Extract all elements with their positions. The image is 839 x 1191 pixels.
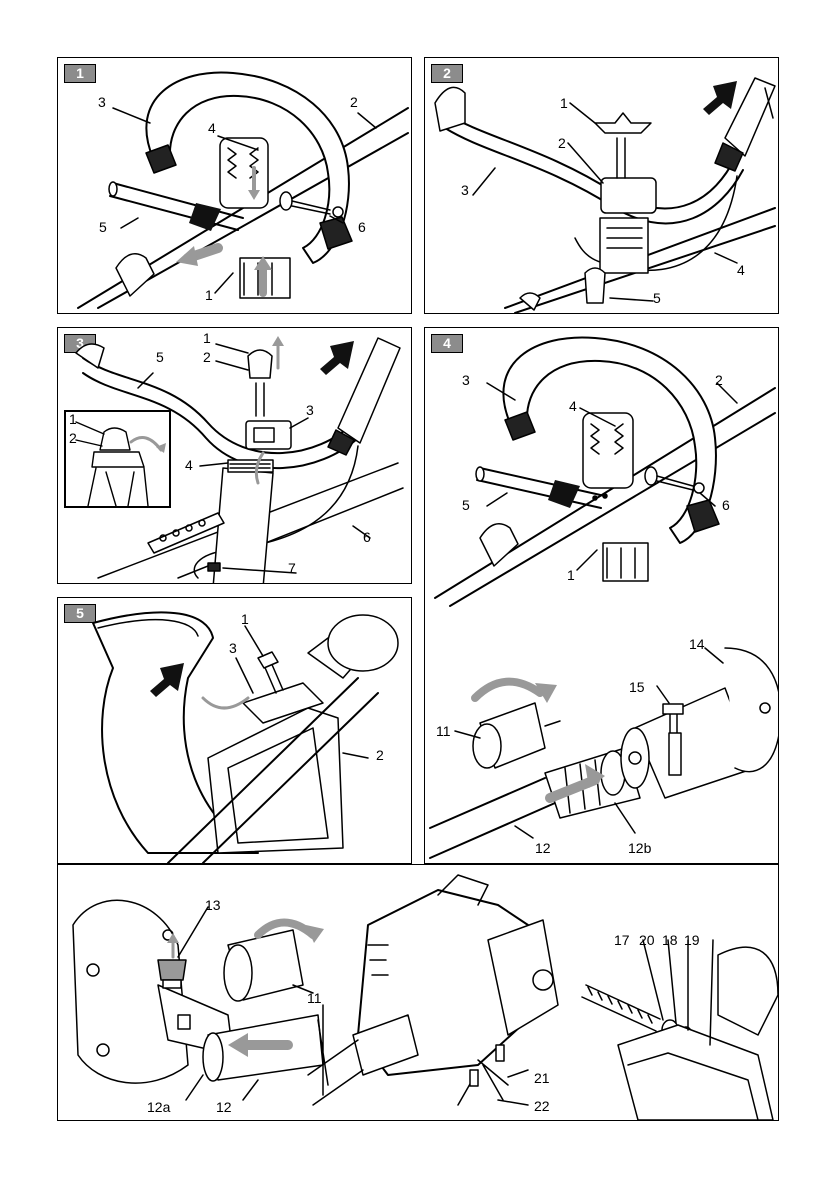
callout-2: 2 [376,748,384,762]
figure-5-panel: 5 1 2 3 [57,597,412,864]
callout-3: 3 [98,95,106,109]
callout-2: 2 [203,350,211,364]
callout-22: 22 [534,1099,550,1113]
callout-21: 21 [534,1071,550,1085]
figure-3-panel: 3 [57,327,412,584]
figure-5-illustration [58,598,411,863]
callout-6: 6 [722,498,730,512]
callout-3: 3 [229,641,237,655]
figure-1-illustration [58,58,411,313]
callout-5: 5 [653,291,661,305]
callout-12a: 12a [147,1100,170,1114]
callout-1: 1 [203,331,211,345]
callout-4: 4 [737,263,745,277]
figure-1-panel: 1 1 2 3 4 5 6 [57,57,412,314]
callout-5: 5 [99,220,107,234]
callout-5: 5 [462,498,470,512]
callout-12: 12 [535,841,551,855]
callout-11: 11 [307,991,322,1005]
callout-1: 1 [567,568,575,582]
callout-19: 19 [684,933,700,947]
callout-2: 2 [558,136,566,150]
callout-6: 6 [363,530,371,544]
callout-5: 5 [156,350,164,364]
figure-2-panel: 2 1 2 3 4 5 [424,57,779,314]
callout-3: 3 [462,373,470,387]
detail-inset-illustration [66,412,169,506]
callout-11: 11 [436,724,451,738]
callout-2: 2 [715,373,723,387]
callout-7: 7 [288,561,296,575]
inset-callout-2: 2 [69,431,77,445]
callout-12: 12 [216,1100,232,1114]
callout-1: 1 [241,612,249,626]
callout-13: 13 [205,898,221,912]
callout-18: 18 [662,933,678,947]
callout-3: 3 [306,403,314,417]
callout-1: 1 [560,96,568,110]
figure-2-illustration [425,58,778,313]
callout-14: 14 [689,637,705,651]
callout-4: 4 [569,399,577,413]
callout-4: 4 [208,121,216,135]
callout-6: 6 [358,220,366,234]
callout-4: 4 [185,458,193,472]
inset-callout-1: 1 [69,412,77,426]
figure-6-illustration [58,865,778,1120]
callout-15: 15 [629,680,645,694]
callout-17: 17 [614,933,630,947]
callout-20: 20 [639,933,655,947]
detail-inset: 1 2 [64,410,171,508]
callout-2: 2 [350,95,358,109]
figure-6-panel: 11 12 12a 13 17 20 18 19 21 22 [57,864,779,1121]
callout-12b: 12b [628,841,651,855]
callout-3: 3 [461,183,469,197]
figure-4-panel: 4 [424,327,779,864]
figure-4-illustration [425,328,778,863]
callout-1: 1 [205,288,213,302]
